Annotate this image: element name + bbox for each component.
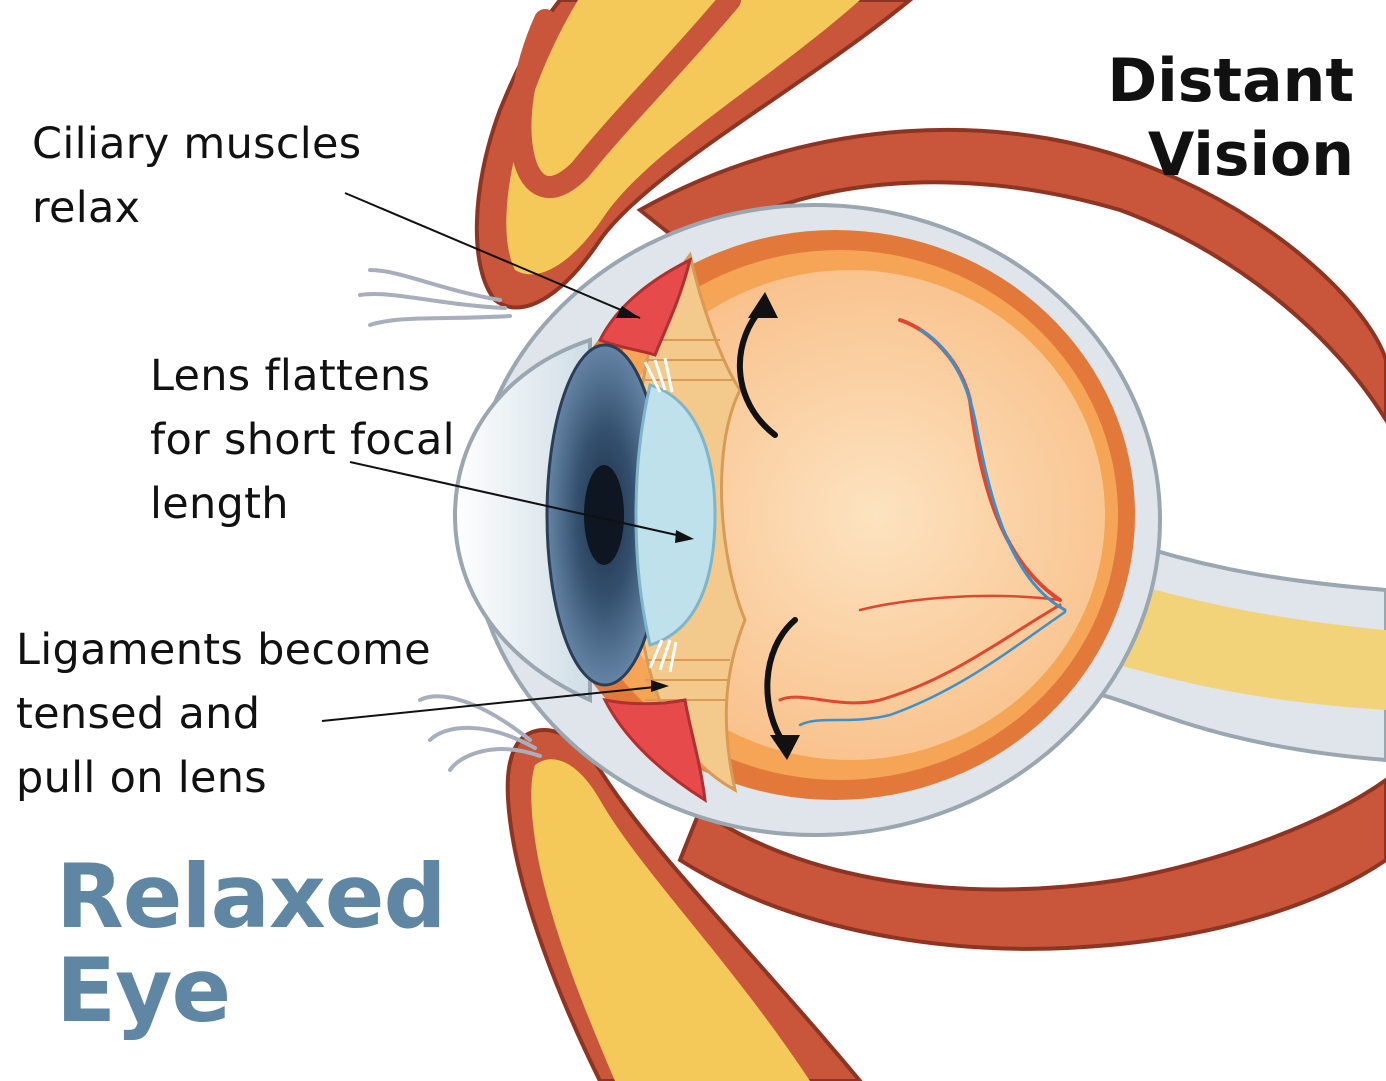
pointer-lens <box>349 461 691 539</box>
label-ciliary-muscles: Ciliary muscles relax <box>32 119 362 233</box>
optic-nerve-core <box>1080 570 1386 710</box>
pointer-ciliary-head <box>616 306 640 318</box>
vein-branch-lower <box>798 610 1067 727</box>
upper-eyelid <box>474 0 914 310</box>
curved-arrow-icon <box>736 292 800 760</box>
eyelash-icon <box>358 268 542 772</box>
curved-arrow-upper-head <box>748 292 778 318</box>
pointer-ligaments-head <box>651 680 669 692</box>
eyelash-lower-2 <box>428 725 537 750</box>
eyelash-upper-3 <box>368 314 512 327</box>
artery-branch-lower <box>778 603 1062 705</box>
retinal-blood-vessels <box>778 318 1067 727</box>
curved-arrow-lower-head <box>770 735 800 760</box>
eyelash-upper-2 <box>358 291 507 310</box>
ciliary-muscle-lower <box>602 697 707 803</box>
pointer-ligaments <box>321 685 666 722</box>
eyelash-upper-1 <box>368 268 502 302</box>
upper-eyelid-fat <box>506 0 860 275</box>
eyelash-lower-3 <box>448 747 542 772</box>
pupil <box>584 465 624 565</box>
upper-eyelid-fold <box>509 0 741 198</box>
label-ligaments: Ligaments become tensed and pull on lens <box>16 625 431 803</box>
lower-eyelid-fat <box>531 759 810 1081</box>
pointer-heads <box>616 306 694 692</box>
eyelash-lower-1 <box>418 694 532 742</box>
title-relaxed-eye: Relaxed Eye <box>56 845 446 1042</box>
suspensory-ligaments <box>643 357 678 673</box>
ciliary-muscle-upper <box>597 257 693 357</box>
label-lens-flattens: Lens flattens for short focal length <box>150 351 455 529</box>
curved-arrow-lower <box>764 617 798 748</box>
artery-branch-mid <box>858 594 1062 612</box>
vein-main <box>918 328 1067 612</box>
label-pointers <box>321 192 691 722</box>
pointer-lens-head <box>675 530 694 543</box>
title-distant-vision: Distant Vision <box>1107 46 1354 190</box>
pointer-ciliary <box>344 192 641 319</box>
superior-rectus-muscle <box>636 127 1386 424</box>
curved-arrow-upper <box>736 302 778 438</box>
